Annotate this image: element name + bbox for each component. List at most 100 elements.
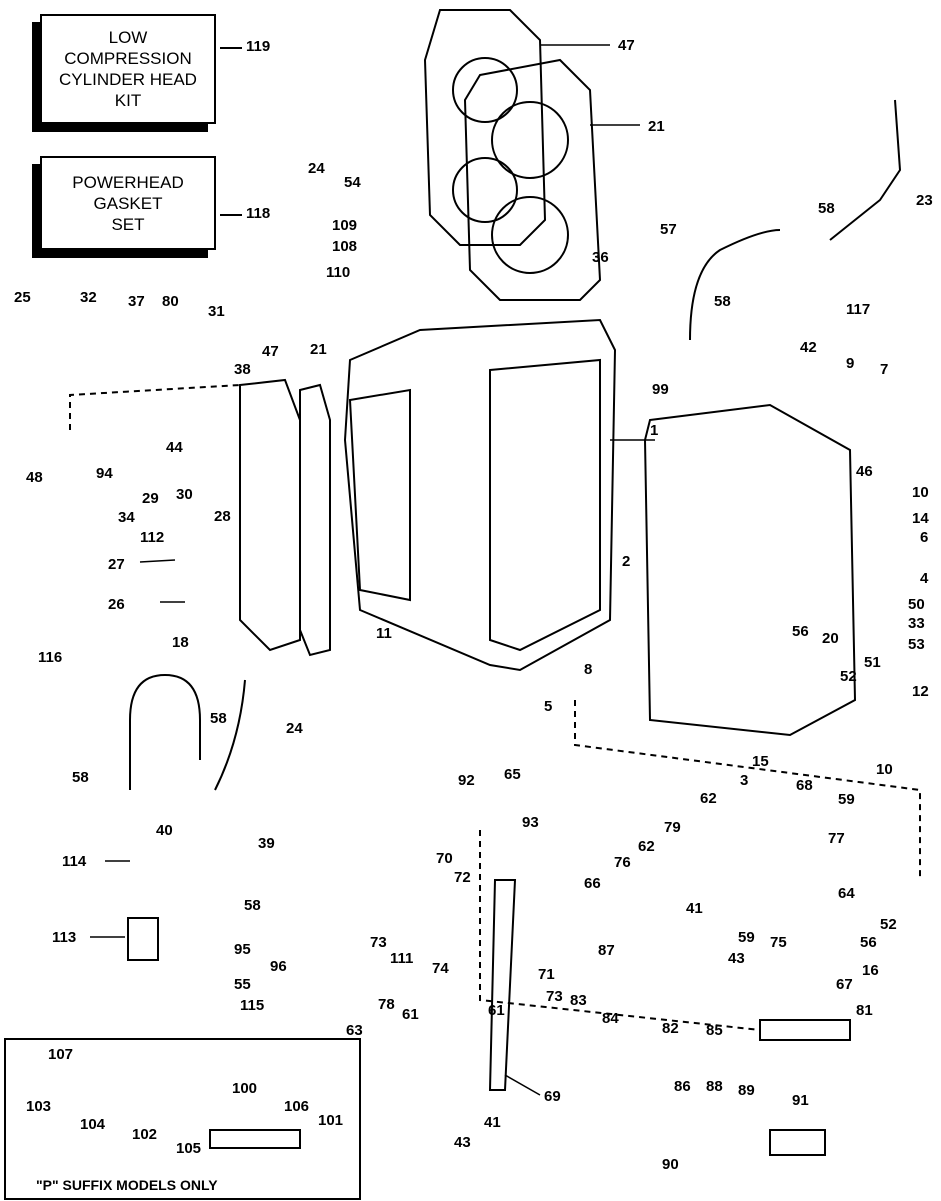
dashed-link-1 bbox=[574, 700, 921, 880]
callout-59a: 59 bbox=[838, 791, 855, 808]
throttle-lever-shape bbox=[488, 879, 517, 1091]
callout-51: 51 bbox=[864, 654, 881, 671]
callout-96: 96 bbox=[270, 958, 287, 975]
callout-100: 100 bbox=[232, 1080, 257, 1097]
kit-box-low-compression: LOW COMPRESSION CYLINDER HEAD KIT bbox=[40, 14, 216, 124]
p-suffix-inset-box bbox=[4, 1038, 361, 1200]
hose-18-shape bbox=[129, 673, 201, 790]
callout-44: 44 bbox=[166, 439, 183, 456]
callout-54: 54 bbox=[344, 174, 361, 191]
callout-90: 90 bbox=[662, 1156, 679, 1173]
callout-84: 84 bbox=[602, 1010, 619, 1027]
callout-59b: 59 bbox=[738, 929, 755, 946]
callout-21a: 21 bbox=[648, 118, 665, 135]
callout-116: 116 bbox=[38, 649, 62, 666]
callout-14: 14 bbox=[912, 510, 929, 527]
callout-20: 20 bbox=[822, 630, 839, 647]
callout-23: 23 bbox=[916, 192, 933, 209]
head-gasket-bore-2 bbox=[491, 196, 569, 274]
kit-box-powerhead-gasket-text: POWERHEAD GASKET SET bbox=[72, 172, 184, 234]
leader-27 bbox=[139, 559, 176, 563]
cylinder-head-bore-1 bbox=[452, 57, 518, 123]
callout-58c: 58 bbox=[210, 710, 227, 727]
cylinder-block-left bbox=[348, 388, 411, 602]
callout-52b: 52 bbox=[880, 916, 897, 933]
callout-1: 1 bbox=[650, 422, 658, 439]
callout-74: 74 bbox=[432, 960, 449, 977]
callout-117: 117 bbox=[846, 301, 870, 318]
callout-15: 15 bbox=[752, 753, 769, 770]
callout-41a: 41 bbox=[686, 900, 703, 917]
callout-104: 104 bbox=[80, 1116, 106, 1133]
callout-42: 42 bbox=[800, 339, 817, 356]
head-gasket-bore-1 bbox=[491, 101, 569, 179]
exhaust-gasket-shape bbox=[299, 383, 331, 657]
callout-48: 48 bbox=[26, 469, 43, 486]
callout-61a: 61 bbox=[402, 1006, 419, 1023]
callout-10b: 10 bbox=[876, 761, 893, 778]
handle-91-shape bbox=[769, 1129, 826, 1156]
callout-81: 81 bbox=[856, 1002, 873, 1019]
kit-number-118: 118 bbox=[246, 205, 271, 222]
callout-101: 101 bbox=[318, 1112, 343, 1129]
callout-109: 109 bbox=[332, 217, 357, 234]
hose-57-shape bbox=[689, 229, 781, 341]
leader-lines bbox=[90, 44, 655, 1096]
callout-numbers: 47 21 23 24 54 58 109 108 110 36 57 117 … bbox=[14, 37, 933, 1173]
hose-23-shape bbox=[829, 99, 902, 241]
kit-number-119: 119 bbox=[246, 38, 271, 55]
callout-86: 86 bbox=[674, 1078, 691, 1095]
callout-4: 4 bbox=[920, 570, 929, 587]
callout-73b: 73 bbox=[546, 988, 563, 1005]
callout-62a: 62 bbox=[700, 790, 717, 807]
callout-52a: 52 bbox=[840, 668, 857, 685]
callout-43b: 43 bbox=[454, 1134, 471, 1151]
p-suffix-footnote: "P" SUFFIX MODELS ONLY bbox=[36, 1177, 218, 1193]
callout-70: 70 bbox=[436, 850, 453, 867]
shaft-100-shape bbox=[209, 1129, 301, 1149]
callout-87: 87 bbox=[598, 942, 615, 959]
callout-16: 16 bbox=[862, 962, 879, 979]
callout-47a: 47 bbox=[618, 37, 635, 54]
kit-box-powerhead-gasket: POWERHEAD GASKET SET bbox=[40, 156, 216, 250]
callout-76: 76 bbox=[614, 854, 631, 871]
leader-119 bbox=[220, 47, 242, 49]
callout-73a: 73 bbox=[370, 934, 387, 951]
part-drawings bbox=[69, 9, 921, 1156]
callout-66: 66 bbox=[584, 875, 601, 892]
callout-10a: 10 bbox=[912, 484, 929, 501]
callout-61b: 61 bbox=[488, 1002, 505, 1019]
callout-85: 85 bbox=[706, 1022, 723, 1039]
callout-58a: 58 bbox=[818, 200, 835, 217]
callout-62b: 62 bbox=[638, 838, 655, 855]
callout-56b: 56 bbox=[860, 934, 877, 951]
callout-103: 103 bbox=[26, 1098, 51, 1115]
callout-78: 78 bbox=[378, 996, 395, 1013]
callout-3: 3 bbox=[740, 772, 748, 789]
callout-24b: 24 bbox=[286, 720, 303, 737]
callout-21b: 21 bbox=[310, 341, 327, 358]
callout-36: 36 bbox=[592, 249, 609, 266]
callout-88: 88 bbox=[706, 1078, 723, 1095]
callout-43a: 43 bbox=[728, 950, 745, 967]
callout-37: 37 bbox=[128, 293, 145, 310]
callout-111: 111 bbox=[390, 950, 413, 967]
filter-113-shape bbox=[127, 917, 159, 961]
callout-68: 68 bbox=[796, 777, 813, 794]
callout-30: 30 bbox=[176, 486, 193, 503]
callout-27: 27 bbox=[108, 556, 125, 573]
callout-92: 92 bbox=[458, 772, 475, 789]
callout-26: 26 bbox=[108, 596, 125, 613]
callout-28: 28 bbox=[214, 508, 231, 525]
callout-63: 63 bbox=[346, 1022, 363, 1039]
callout-94: 94 bbox=[96, 465, 113, 482]
callout-99: 99 bbox=[652, 381, 669, 398]
callout-108: 108 bbox=[332, 238, 357, 255]
dashed-link-2 bbox=[69, 384, 241, 430]
cylinder-head-bore-2 bbox=[452, 157, 518, 223]
callout-112: 112 bbox=[140, 529, 164, 546]
dashed-link-3 bbox=[479, 830, 761, 1031]
callout-12: 12 bbox=[912, 683, 929, 700]
callout-31: 31 bbox=[208, 303, 225, 320]
callout-53: 53 bbox=[908, 636, 925, 653]
